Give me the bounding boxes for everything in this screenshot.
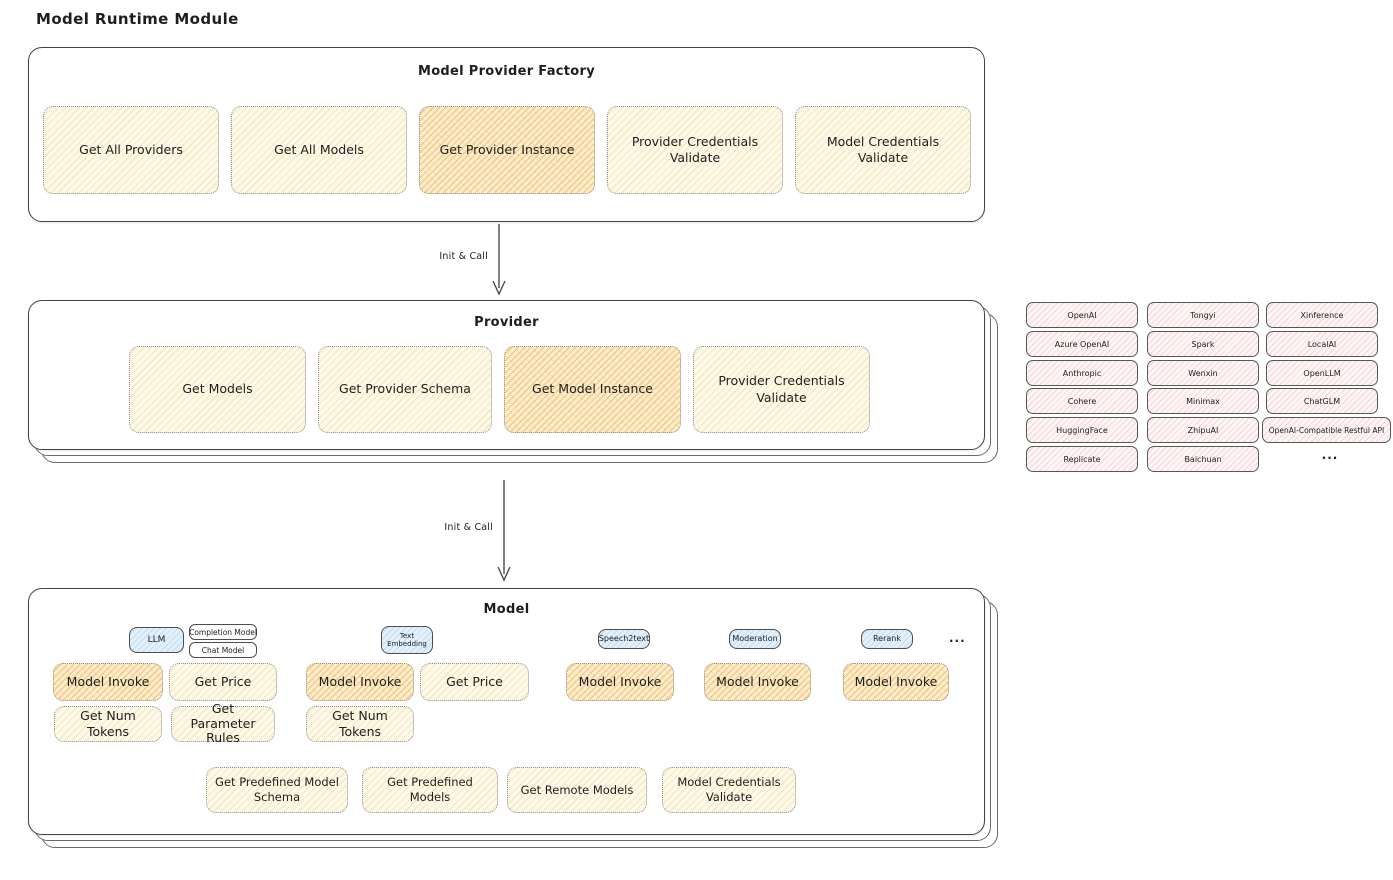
provider-box-get-model-instance: Get Model Instance [504, 346, 681, 433]
factory-title: Model Provider Factory [417, 64, 596, 79]
provider-chip-baichuan: Baichuan [1147, 446, 1259, 472]
common-op-get-remote-models: Get Remote Models [507, 767, 647, 813]
tab-moderation: Moderation [729, 629, 781, 649]
provider-chip-anthropic: Anthropic [1026, 360, 1138, 386]
provider-title: Provider [474, 315, 539, 330]
arrow-label-init-call-1: Init & Call [439, 251, 488, 262]
llm-op-model-invoke: Model Invoke [53, 663, 163, 701]
common-op-get-predefined-model-schema: Get Predefined Model Schema [206, 767, 348, 813]
llm-op-get-num-tokens: Get Num Tokens [54, 706, 162, 742]
provider-chip-minimax: Minimax [1147, 388, 1259, 414]
arrow-provider-to-model [497, 480, 511, 582]
tab-completion-model: Completion Model [189, 624, 257, 640]
provider-panel: Provider Get Models Get Provider Schema … [28, 300, 985, 450]
common-op-get-predefined-models: Get Predefined Models [362, 767, 498, 813]
text-embedding-op-get-price: Get Price [420, 663, 529, 701]
arrow-label-init-call-2: Init & Call [444, 522, 493, 533]
model-panel: Model LLM Completion Model Chat Model Te… [28, 588, 985, 835]
provider-chip-cohere: Cohere [1026, 388, 1138, 414]
tab-speech2text: Speech2text [598, 629, 650, 649]
provider-chip-tongyi: Tongyi [1147, 302, 1259, 328]
provider-chip-openllm: OpenLLM [1266, 360, 1378, 386]
rerank-op-model-invoke: Model Invoke [843, 663, 949, 701]
provider-chip-wenxin: Wenxin [1147, 360, 1259, 386]
factory-panel: Model Provider Factory Get All Providers… [28, 47, 985, 222]
text-embedding-op-model-invoke: Model Invoke [306, 663, 414, 701]
tab-chat-model: Chat Model [189, 642, 257, 658]
tab-text-embedding: Text Embedding [381, 626, 433, 654]
provider-chip-azure-openai: Azure OpenAI [1026, 331, 1138, 357]
text-embedding-op-get-num-tokens: Get Num Tokens [306, 706, 414, 742]
arrow-factory-to-provider [492, 224, 506, 296]
factory-box-model-credentials-validate: Model Credentials Validate [795, 106, 971, 194]
factory-box-get-provider-instance: Get Provider Instance [419, 106, 595, 194]
provider-box-provider-credentials-validate: Provider Credentials Validate [693, 346, 870, 433]
factory-box-provider-credentials-validate: Provider Credentials Validate [607, 106, 783, 194]
provider-chip-replicate: Replicate [1026, 446, 1138, 472]
provider-chip-chatglm: ChatGLM [1266, 388, 1378, 414]
llm-op-get-price: Get Price [169, 663, 277, 701]
diagram-title: Model Runtime Module [36, 10, 239, 28]
provider-chip-openai-compatible-restful-api: OpenAI-Compatible Restful API [1262, 417, 1391, 443]
provider-chip-huggingface: HuggingFace [1026, 417, 1138, 443]
factory-box-get-all-providers: Get All Providers [43, 106, 219, 194]
model-title: Model [483, 602, 530, 617]
provider-chip-xinference: Xinference [1266, 302, 1378, 328]
provider-chip-spark: Spark [1147, 331, 1259, 357]
provider-chip-zhipuai: ZhipuAI [1147, 417, 1259, 443]
tab-llm: LLM [129, 627, 184, 653]
tab-rerank: Rerank [861, 629, 913, 649]
provider-box-get-provider-schema: Get Provider Schema [318, 346, 492, 433]
common-op-model-credentials-validate: Model Credentials Validate [662, 767, 796, 813]
provider-list-more-dots: ... [1321, 448, 1339, 462]
provider-box-get-models: Get Models [129, 346, 306, 433]
factory-box-get-all-models: Get All Models [231, 106, 407, 194]
model-tabs-more-dots: ... [949, 631, 966, 645]
provider-chip-localai: LocalAI [1266, 331, 1378, 357]
provider-chip-openai: OpenAI [1026, 302, 1138, 328]
moderation-op-model-invoke: Model Invoke [704, 663, 811, 701]
llm-op-get-parameter-rules: Get Parameter Rules [171, 702, 275, 745]
speech2text-op-model-invoke: Model Invoke [566, 663, 674, 701]
